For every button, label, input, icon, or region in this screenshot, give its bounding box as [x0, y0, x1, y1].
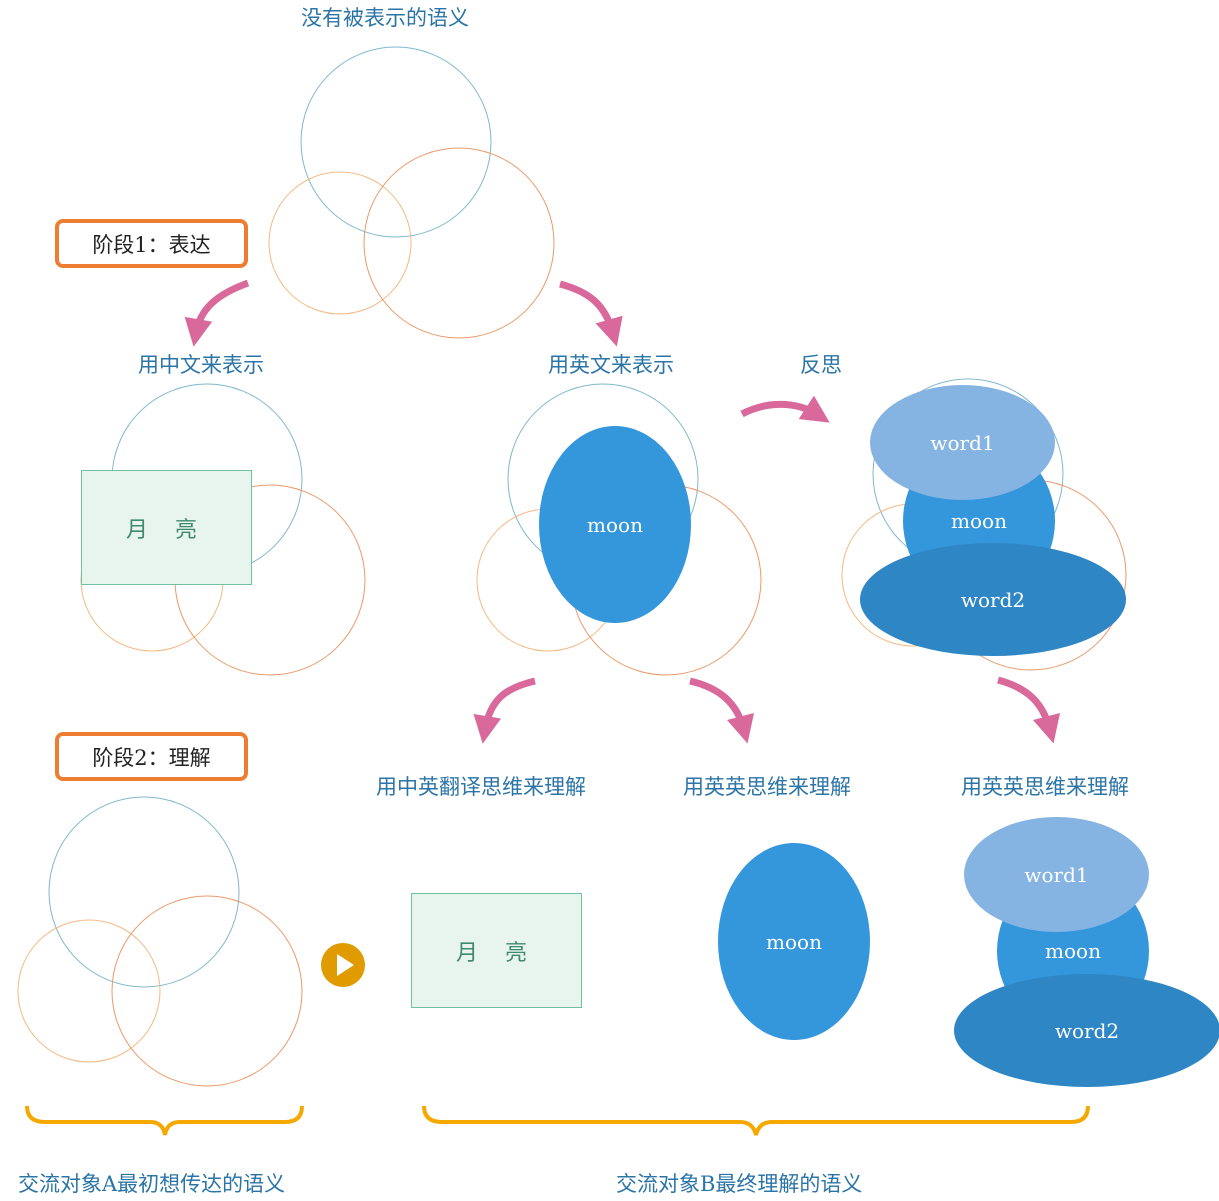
understood-stack-moon-text: moon: [1045, 939, 1101, 963]
moon-cn-text: 月 亮: [126, 517, 207, 543]
reflect-moon-text: moon: [951, 509, 1007, 533]
stage1-label: 阶段1：表达: [92, 232, 211, 257]
understood-moon-text: moon: [766, 929, 822, 954]
reflect-word2-ellipse: word2: [860, 543, 1126, 656]
arrow-to-english: [559, 280, 623, 347]
understand-translate-label: 用中英翻译思维来理解: [376, 775, 586, 799]
brace-left: [25, 1105, 304, 1136]
reflect-word1-ellipse: word1: [870, 385, 1055, 500]
venn-circle-orange-small: [268, 171, 412, 315]
arrow-to-reflect: [740, 395, 830, 423]
stage2-label: 阶段2：理解: [92, 745, 211, 770]
moon-cn-box: 月 亮: [81, 470, 252, 585]
arrow-to-translate: [473, 677, 536, 744]
venn-circle-orange-large: [363, 147, 555, 339]
understood-moon-ellipse: moon: [718, 843, 870, 1040]
venn-circle-orange-small: [17, 919, 161, 1063]
play-button[interactable]: [321, 943, 365, 987]
understood-moon-cn-box: 月 亮: [411, 893, 582, 1008]
reflect-word1-text: word1: [930, 430, 995, 455]
venn-circle-blue: [48, 796, 240, 988]
moon-text: moon: [587, 512, 643, 537]
understood-word2-ellipse: word2: [954, 974, 1219, 1087]
understand-english-label-1: 用英英思维来理解: [683, 775, 851, 799]
brace-right: [422, 1105, 1090, 1136]
understood-word1-ellipse: word1: [964, 817, 1149, 932]
understood-word1-text: word1: [1024, 862, 1089, 887]
stage1-box: 阶段1：表达: [55, 219, 248, 268]
venn-circle-blue: [300, 46, 492, 238]
venn-original-meaning: [17, 796, 303, 1087]
arrow-to-english-understand: [689, 677, 755, 744]
bottom-right-label: 交流对象B最终理解的语义: [616, 1172, 863, 1196]
venn-circle-orange-large: [111, 895, 303, 1087]
chinese-repr-label: 用中文来表示: [138, 353, 264, 377]
understood-moon-cn-text: 月 亮: [456, 940, 537, 966]
understood-word2-text: word2: [1054, 1018, 1120, 1043]
play-icon: [337, 954, 354, 976]
arrow-to-reflect-understand: [997, 676, 1061, 744]
reflect-label: 反思: [800, 353, 842, 377]
top-label: 没有被表示的语义: [301, 6, 469, 30]
bottom-left-label: 交流对象A最初想传达的语义: [18, 1172, 286, 1196]
arrow-to-chinese: [184, 279, 250, 347]
reflect-word2-text: word2: [960, 587, 1026, 612]
stage2-box: 阶段2：理解: [55, 732, 248, 781]
venn-unexpressed: [268, 46, 555, 339]
understand-english-label-2: 用英英思维来理解: [961, 775, 1129, 799]
moon-ellipse: moon: [539, 426, 691, 623]
english-repr-label: 用英文来表示: [548, 353, 674, 377]
